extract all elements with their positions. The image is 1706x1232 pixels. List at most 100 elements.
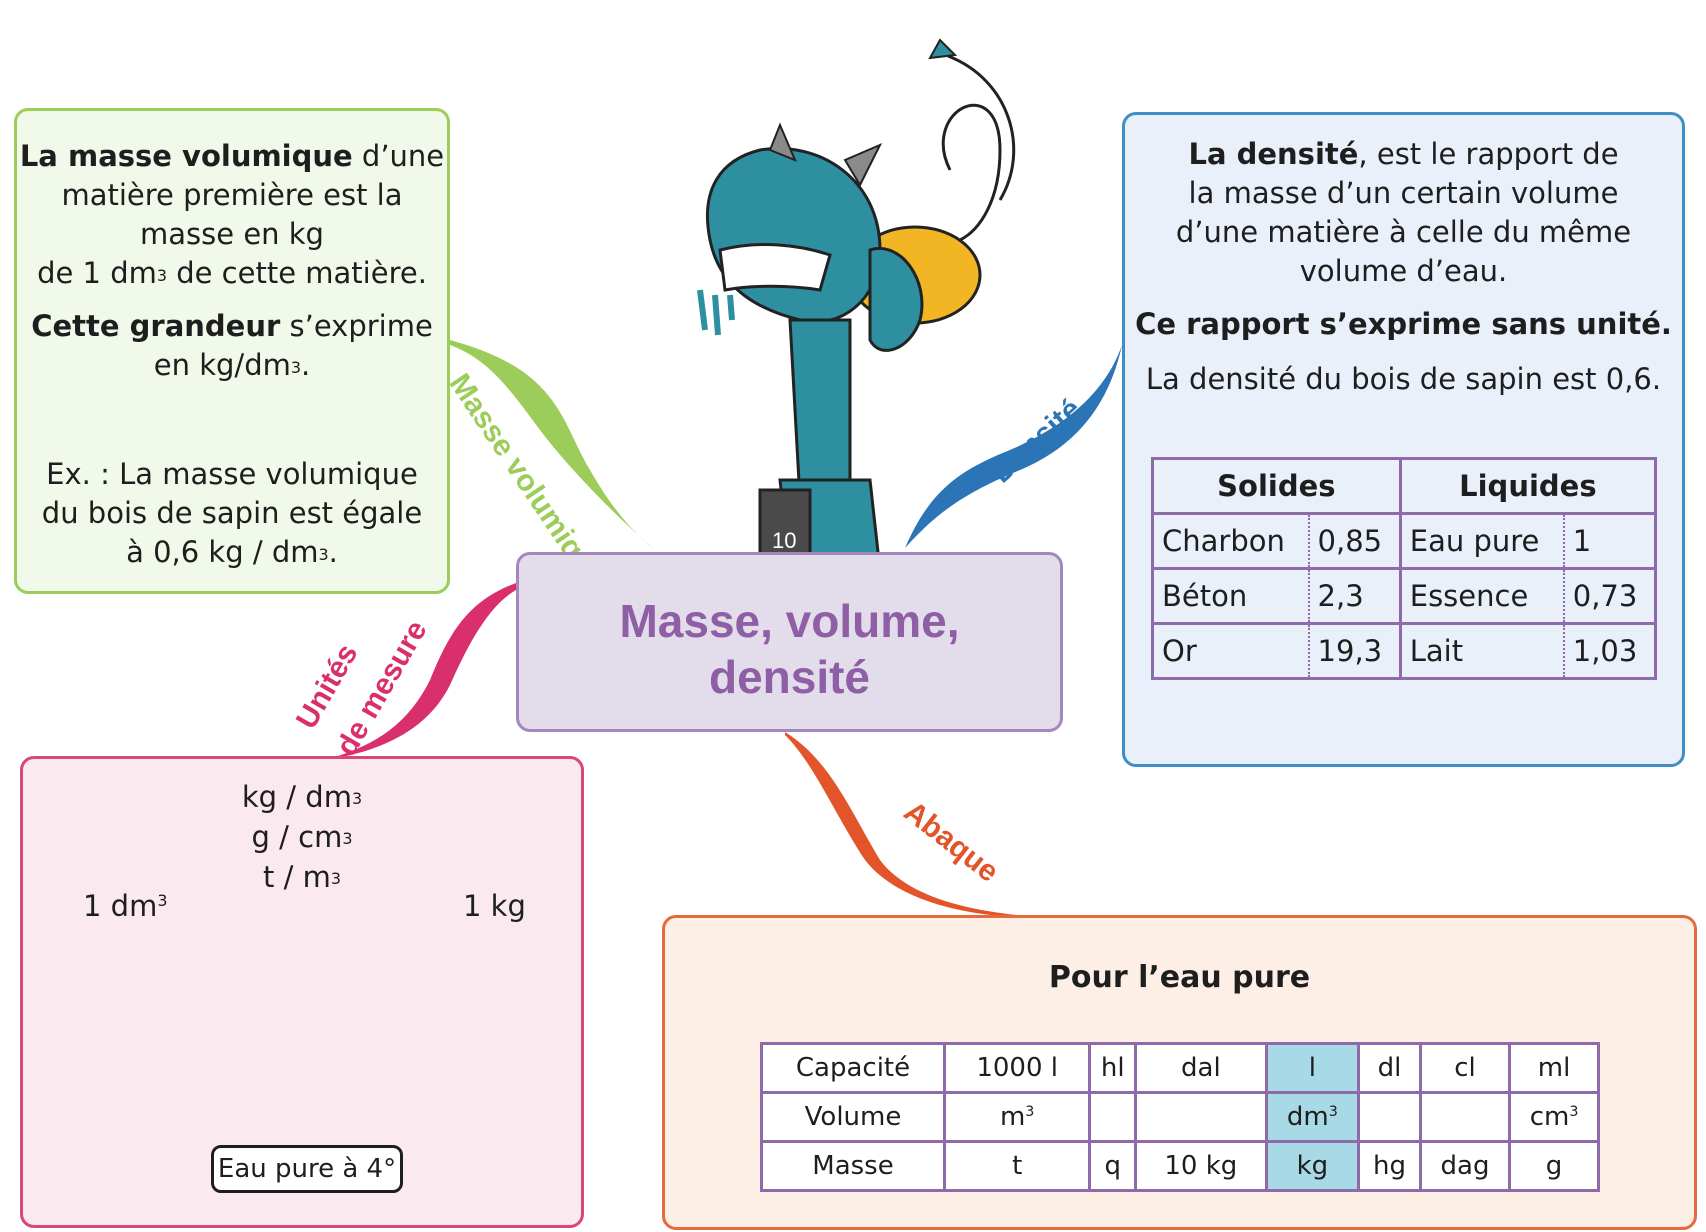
mv-text-4b: de cette matière.	[167, 256, 427, 290]
unit-dm3-sup: 3	[1328, 1104, 1338, 1121]
densite-text-2: la masse d’un certain volume	[1188, 176, 1619, 210]
label-1-dm3: 1 dm	[83, 889, 158, 923]
mv-sup-3: 3	[318, 545, 329, 565]
monster-illustration: 10	[697, 38, 1016, 577]
table-cell	[1088, 1091, 1138, 1143]
unit-sup-3: 3	[330, 869, 341, 889]
table-row: Volume m3 dm3 cm3	[760, 1091, 1600, 1143]
table-cell: Capacité	[760, 1042, 946, 1094]
table-cell: g	[1508, 1140, 1600, 1192]
density-header-liquides: Liquides	[1398, 457, 1658, 515]
table-cell: Charbon	[1150, 512, 1310, 570]
mv-text-2: matière première est la	[61, 178, 403, 212]
unit-m3: m	[999, 1102, 1026, 1132]
densite-text-4: volume d’eau.	[1299, 254, 1508, 288]
densite-text-1: , est le rapport de	[1358, 137, 1619, 171]
table-cell: Essence	[1398, 567, 1565, 625]
table-cell: dl	[1357, 1042, 1422, 1094]
table-cell: hl	[1088, 1042, 1138, 1094]
table-row: Or 19,3 Lait 1,03	[1150, 622, 1657, 680]
mv-example-1: Ex. : La masse volumique	[46, 457, 418, 491]
abaque-box: Pour l’eau pure Capacité 1000 l hl dal l…	[662, 915, 1697, 1230]
unit-cm3: cm	[1529, 1102, 1570, 1132]
table-cell: 0,73	[1562, 567, 1657, 625]
mv-example-3b: .	[328, 535, 338, 569]
masse-volumique-box: La masse volumique d’une matière premièr…	[14, 108, 450, 594]
table-cell: Béton	[1150, 567, 1310, 625]
table-cell: Eau pure	[1398, 512, 1565, 570]
table-cell-highlight: kg	[1264, 1140, 1361, 1192]
unit-kg-dm3: kg / dm	[241, 780, 352, 814]
unit-t-m3: t / m	[263, 860, 331, 894]
densite-term: La densité	[1188, 137, 1359, 171]
table-cell	[1357, 1091, 1422, 1143]
table-cell-highlight: dm3	[1264, 1091, 1361, 1143]
table-cell: Or	[1150, 622, 1310, 680]
unit-g-cm3: g / cm	[251, 820, 343, 854]
unit-dm3: dm	[1286, 1102, 1329, 1132]
unit-sup-1: 3	[351, 789, 363, 809]
unit-cm3-sup: 3	[1569, 1104, 1579, 1121]
table-cell: 0,85	[1307, 512, 1402, 570]
mv-sup-2: 3	[290, 358, 301, 378]
mv-text-6a: en kg/dm	[153, 348, 291, 382]
density-header-solides: Solides	[1151, 457, 1402, 515]
table-cell: dal	[1134, 1042, 1268, 1094]
table-cell: 1000 l	[942, 1042, 1092, 1094]
central-title-line-2: densité	[708, 651, 871, 703]
central-topic: Masse, volume, densité	[516, 552, 1063, 732]
table-cell: 1,03	[1562, 622, 1657, 680]
densite-box: La densité, est le rapport de la masse d…	[1122, 112, 1685, 767]
table-cell: q	[1088, 1140, 1138, 1192]
mv-grandeur: Cette grandeur	[31, 309, 281, 343]
mv-text-4a: de 1 dm	[37, 256, 157, 290]
eau-pure-label: Eau pure à 4°	[211, 1145, 403, 1193]
table-cell: ml	[1508, 1042, 1600, 1094]
masse-volumique-branch	[450, 340, 655, 550]
mv-text-5: s’exprime	[280, 309, 433, 343]
abaque-title: Pour l’eau pure	[1048, 960, 1311, 995]
table-cell	[1418, 1091, 1512, 1143]
table-cell: cm3	[1508, 1091, 1600, 1143]
mv-sup-1: 3	[156, 266, 167, 286]
unit-sup-2: 3	[342, 829, 353, 849]
mv-example-3a: à 0,6 kg / dm	[126, 535, 319, 569]
table-cell: t	[942, 1140, 1092, 1192]
density-table: Solides Liquides Charbon 0,85 Eau pure 1…	[1150, 457, 1658, 680]
mv-example-2: du bois de sapin est égale	[41, 496, 423, 530]
table-cell: Masse	[760, 1140, 946, 1192]
unites-box: kg / dm3 g / cm3 t / m3 1 dm3 1 kg Eau p…	[20, 756, 584, 1228]
mv-term: La masse volumique	[19, 139, 353, 173]
label-1-kg: 1 kg	[463, 889, 526, 923]
table-cell	[1134, 1091, 1268, 1143]
table-cell: 19,3	[1307, 622, 1402, 680]
table-row: Béton 2,3 Essence 0,73	[1150, 567, 1657, 625]
table-row: Charbon 0,85 Eau pure 1	[1150, 512, 1657, 570]
table-cell-highlight: l	[1264, 1042, 1361, 1094]
abaque-table: Capacité 1000 l hl dal l dl cl ml Volume…	[760, 1042, 1600, 1192]
table-row: Masse t q 10 kg kg hg dag g	[760, 1140, 1600, 1192]
label-dm3-sup: 3	[157, 891, 168, 911]
table-cell: dag	[1418, 1140, 1512, 1192]
densite-text-3: d’une matière à celle du même	[1175, 215, 1632, 249]
densite-example: La densité du bois de sapin est 0,6.	[1145, 362, 1662, 396]
table-cell: 10 kg	[1134, 1140, 1268, 1192]
unites-branch	[325, 583, 516, 760]
table-cell: m3	[942, 1091, 1092, 1143]
unit-m3-sup: 3	[1025, 1104, 1035, 1121]
densite-branch	[905, 345, 1122, 548]
table-cell: Lait	[1398, 622, 1565, 680]
table-cell: 2,3	[1307, 567, 1402, 625]
weight-10-label: 10	[772, 528, 796, 553]
table-row: Capacité 1000 l hl dal l dl cl ml	[760, 1042, 1600, 1094]
table-cell: hg	[1357, 1140, 1422, 1192]
mv-text-6b: .	[301, 348, 311, 382]
mv-text-3: masse en kg	[140, 217, 324, 251]
table-cell: cl	[1418, 1042, 1512, 1094]
densite-rule: Ce rapport s’exprime sans unité.	[1135, 307, 1672, 341]
mv-text-1: d’une	[352, 139, 445, 173]
table-cell: Volume	[760, 1091, 946, 1143]
central-title-line-1: Masse, volume,	[619, 595, 960, 647]
table-cell: 1	[1562, 512, 1657, 570]
